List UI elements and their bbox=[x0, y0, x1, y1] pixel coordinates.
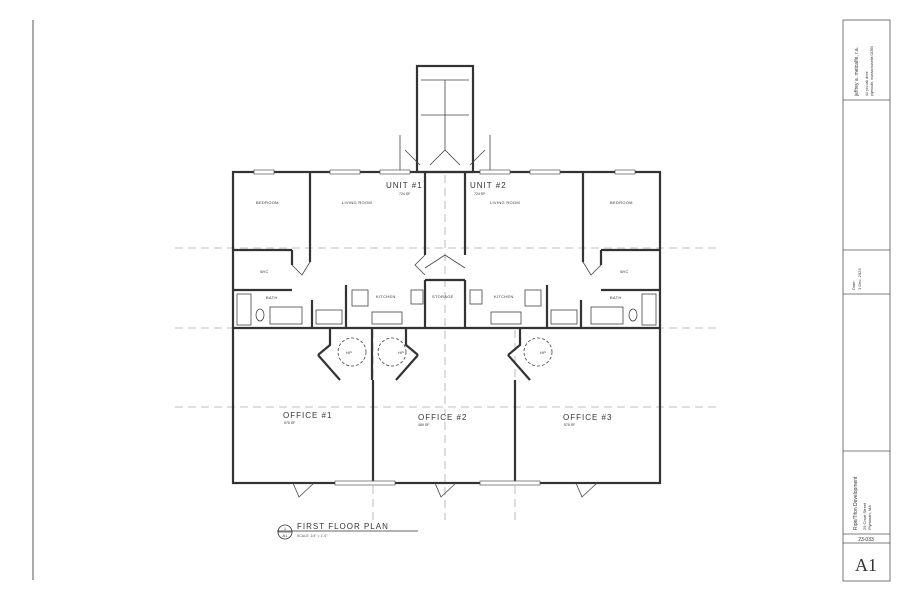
hp-2-label: HP bbox=[398, 350, 404, 355]
windows bbox=[253, 169, 636, 486]
hp-closets bbox=[317, 328, 553, 381]
office-1-area: 575 SF bbox=[284, 421, 295, 425]
office-1-name: OFFICE #1 bbox=[283, 411, 332, 420]
architect-address-2: plymouth, massachusetts 02360 bbox=[870, 46, 874, 96]
bedroom-2-label: BEDROOM bbox=[610, 200, 633, 205]
office-doors[interactable] bbox=[292, 482, 598, 498]
date-value: 1 Dec. 2023 bbox=[857, 268, 862, 290]
living-1-label: LIVING ROOM bbox=[342, 200, 372, 205]
office-2-area: 469 SF bbox=[418, 423, 429, 427]
bedroom-1-label: BEDROOM bbox=[256, 200, 279, 205]
storage-label: STORAGE bbox=[432, 294, 454, 299]
project-name: Ripe/Tifon Development bbox=[853, 476, 859, 530]
living-2-label: LIVING ROOM bbox=[490, 200, 520, 205]
hp-1-label: HP bbox=[346, 350, 352, 355]
office-3-name: OFFICE #3 bbox=[563, 413, 612, 422]
hp-3-label: HP bbox=[540, 350, 546, 355]
unit-1-area: 724 SF bbox=[399, 192, 410, 196]
office-2-name: OFFICE #2 bbox=[418, 413, 467, 422]
wic-2-label: WIC bbox=[620, 269, 629, 274]
bath-1-label: BATH bbox=[266, 295, 278, 300]
detail-number: 1 bbox=[284, 526, 287, 531]
site-address-1: 29 Court Street bbox=[862, 502, 867, 530]
date-label: Date: bbox=[851, 280, 856, 290]
unit-2-walls bbox=[469, 172, 660, 328]
site-address-2: Plymouth, MA bbox=[867, 505, 872, 530]
bath-2-label: BATH bbox=[610, 295, 622, 300]
unit-1-name: UNIT #1 bbox=[386, 181, 423, 190]
title-block: jeffrey a. metcalfe, r.a. 44 pin oak dri… bbox=[842, 19, 891, 582]
unit-1-walls bbox=[233, 172, 467, 328]
entry-porch bbox=[399, 64, 491, 174]
architect-address-1: 44 pin oak drive bbox=[865, 71, 869, 96]
plan-title: FIRST FLOOR PLAN bbox=[297, 522, 389, 531]
job-number: 23-033 bbox=[858, 537, 874, 543]
sheet-number: A1 bbox=[855, 555, 877, 575]
detail-sheet: A1 bbox=[283, 533, 289, 538]
wic-1-label: WIC bbox=[260, 269, 269, 274]
unit-2-name: UNIT #2 bbox=[470, 181, 507, 190]
architect-name: jeffrey a. metcalfe, r.a. bbox=[854, 47, 860, 97]
unit-2-area: 724 SF bbox=[474, 192, 485, 196]
drawing-title: 1 A1 FIRST FLOOR PLAN SCALE: 1/4" = 1'-0… bbox=[277, 522, 418, 540]
kitchen-2-label: KITCHEN bbox=[494, 294, 514, 299]
gridlines bbox=[175, 175, 720, 520]
kitchen-1-label: KITCHEN bbox=[376, 294, 396, 299]
plan-scale: SCALE: 1/4" = 1'-0" bbox=[297, 534, 328, 538]
office-3-area: 575 SF bbox=[564, 423, 575, 427]
